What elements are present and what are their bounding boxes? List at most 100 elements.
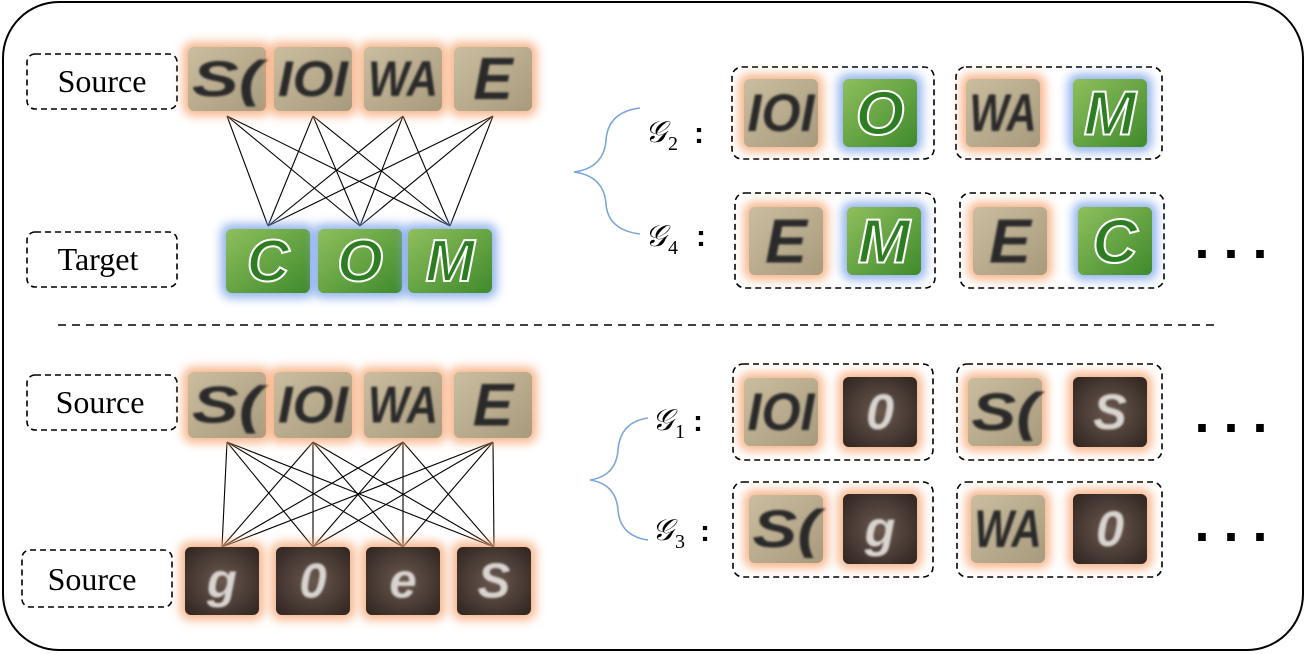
group-box-g3-a <box>732 481 934 578</box>
svg-text:1: 1 <box>675 421 685 443</box>
bottom-brace <box>589 417 649 541</box>
bottom-source-label-box-1: Source <box>26 374 178 431</box>
top-target-patch-1-glyph: O <box>337 229 383 294</box>
group-1-pair-0-source: E <box>744 202 828 280</box>
group-1-pair-1-source-glyph: E <box>989 206 1033 276</box>
bottom-second-patch-1: 0 <box>271 542 355 620</box>
top-edge-3-0 <box>267 115 494 227</box>
bottom-edge-3-0 <box>221 441 494 548</box>
top-target-patch-2-glyph: M <box>425 229 476 294</box>
top-source-patch-2-glyph: WA <box>368 51 438 107</box>
top-source-patch-1: IOI <box>269 42 357 116</box>
bottom-source-label-2: Source <box>48 561 137 597</box>
bottom-edge-2-0 <box>221 441 404 548</box>
svg-text::: : <box>696 220 706 253</box>
top-source-label-box: Source <box>26 53 178 110</box>
bottom-group-1-pair-1-source: WA <box>966 490 1050 568</box>
bottom-source-patch-2: WA <box>359 367 447 443</box>
group-0-pair-1-target-glyph: M <box>1084 78 1138 148</box>
svg-text::: : <box>693 405 703 438</box>
bottom-edge-0-1 <box>226 441 314 548</box>
bottom-source-patch-1: IOI <box>269 367 357 443</box>
top-edge-3-2 <box>449 115 494 227</box>
group-0-pair-0-source-glyph: IOI <box>748 84 816 143</box>
top-target-patch-0: C <box>221 224 315 298</box>
bottom-second-patch-3: S <box>452 542 536 620</box>
top-edge-3-1 <box>359 115 494 227</box>
bottom-second-patch-0: g <box>180 542 264 620</box>
bottom-group-0-pair-0-second-glyph: 0 <box>866 383 894 440</box>
group-0-pair-0-source: IOI <box>739 74 823 152</box>
group-1-pair-0-target-glyph: M <box>858 206 912 276</box>
bottom-second-patch-1-glyph: 0 <box>299 555 326 609</box>
bottom-group-1-pair-0-second: g <box>838 489 922 569</box>
group-box-g4-b <box>959 192 1165 289</box>
bottom-edge-3-3 <box>492 441 495 548</box>
bottom-source-patch-3: E <box>449 367 537 443</box>
top-source-patch-1-glyph: IOI <box>278 51 349 107</box>
top-target-patch-2: M <box>403 224 497 298</box>
group-1-pair-0-source-glyph: E <box>765 206 809 276</box>
bottom-source-patch-0: S( <box>183 367 271 443</box>
svg-text:3: 3 <box>675 531 685 553</box>
top-source-patch-2: WA <box>359 42 447 116</box>
bipartite-edges <box>221 115 495 548</box>
bottom-second-patch-2: e <box>361 542 445 620</box>
top-source-patch-3: E <box>449 42 537 116</box>
top-source-patch-0: S( <box>183 42 271 116</box>
bottom-group-0-pair-1-source-glyph: S( <box>972 383 1046 442</box>
top-edge-1-0 <box>267 115 314 227</box>
bottom-source-label-box-2: Source <box>21 549 173 608</box>
group-label-g2: 𝒢 2 : <box>645 115 704 155</box>
group-box-g1-b <box>956 363 1163 461</box>
bottom-source-label-1: Source <box>56 384 145 420</box>
top-source-patch-0-glyph: S( <box>192 51 270 107</box>
bottom-group-0-pair-0-source-glyph: IOI <box>748 383 816 442</box>
bottom-edge-0-0 <box>221 441 228 548</box>
group-label-g1: 𝒢 1 : <box>652 403 703 443</box>
group-0-pair-1-source: WA <box>961 74 1045 152</box>
ellipsis-g1: ... <box>1194 384 1281 444</box>
top-edge-0-2 <box>226 115 451 227</box>
svg-text:2: 2 <box>668 133 678 155</box>
group-1-pair-0-target: M <box>842 202 926 280</box>
ellipsis-g3: ... <box>1194 493 1281 553</box>
top-target-patch-1: O <box>313 224 407 298</box>
bottom-edge-1-0 <box>221 441 314 548</box>
bottom-source-patch-0-glyph: S( <box>192 376 269 434</box>
bottom-edge-3-1 <box>312 441 494 548</box>
svg-text::: : <box>700 515 710 548</box>
bottom-group-0-pair-0-source: IOI <box>739 373 823 451</box>
bottom-second-patch-3-glyph: S <box>478 555 511 609</box>
top-edge-0-0 <box>226 115 269 227</box>
bottom-source-patch-2-glyph: WA <box>368 376 438 434</box>
group-box-g4-a <box>734 192 936 289</box>
group-0-pair-1-source-glyph: WA <box>970 84 1037 143</box>
group-label-g4: 𝒢 4 : <box>645 219 706 259</box>
group-0-pair-0-target-glyph: O <box>856 78 905 148</box>
group-label-g3: 𝒢 3 : <box>652 513 710 553</box>
group-box-g3-b <box>956 481 1163 578</box>
top-target-patch-0-glyph: C <box>247 229 291 294</box>
top-edge-0-1 <box>226 115 361 227</box>
bottom-group-1-pair-0-source: S( <box>744 490 828 568</box>
bottom-edge-3-2 <box>402 441 494 548</box>
bottom-source-patch-1-glyph: IOI <box>278 376 350 434</box>
svg-text::: : <box>694 117 704 150</box>
top-edge-1-1 <box>312 115 361 227</box>
bottom-source-patch-3-glyph: E <box>473 371 515 439</box>
bottom-group-0-pair-1-source: S( <box>963 373 1047 451</box>
svg-text:4: 4 <box>668 237 678 259</box>
bottom-group-1-pair-0-source-glyph: S( <box>753 500 827 559</box>
top-target-label-box: Target <box>26 231 178 288</box>
bottom-second-patch-2-glyph: e <box>389 555 416 609</box>
top-brace <box>573 107 641 235</box>
bottom-group-0-pair-1-second-glyph: S <box>1093 383 1127 440</box>
top-target-label: Target <box>58 241 139 277</box>
bottom-second-patch-0-glyph: g <box>206 555 237 609</box>
bottom-group-1-pair-1-second-glyph: 0 <box>1096 500 1124 557</box>
bottom-group-0-pair-0-second: 0 <box>838 372 922 452</box>
